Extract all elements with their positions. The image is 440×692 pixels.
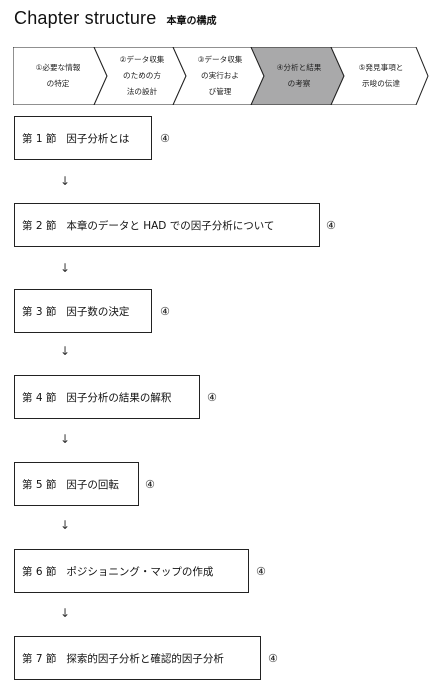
section-stage-badge-7: ④ [268,651,278,665]
process-step-5: ⑤発見事項と 示唆の伝達 [358,63,404,88]
flow-arrow-5: ↓ [60,518,71,532]
section-box-6: 第 6 節 ポジショニング・マップの作成 [14,549,249,593]
section-title: 因子分析とは [66,132,130,145]
section-title: 因子分析の結果の解釈 [66,391,172,404]
section-title: 本章のデータと HAD での因子分析について [66,219,275,232]
section-number: 第 3 節 [22,305,57,318]
section-number: 第 6 節 [22,565,57,578]
process-flow: ①必要な情報 の特定 ②データ収集 のための方 法の設計 ③データ収集 の実行お… [13,47,429,105]
flow-arrow-3: ↓ [60,344,71,358]
section-number: 第 1 節 [22,132,57,145]
section-title: 因子数の決定 [66,305,130,318]
page-subtitle: 本章の構成 [166,16,217,27]
flow-arrow-6: ↓ [60,606,71,620]
section-box-3: 第 3 節 因子数の決定 [14,289,152,333]
section-title: 探索的因子分析と確認的因子分析 [66,652,224,665]
process-step-shape-3 [172,47,265,105]
process-step-4: ④分析と結果 の考察 [276,63,322,88]
process-step-shape-4 [250,47,345,105]
flow-arrow-4: ↓ [60,432,71,446]
section-title: ポジショニング・マップの作成 [66,565,214,578]
header: Chapter structure 本章の構成 [14,8,216,36]
process-step-shape-2 [93,47,187,105]
section-box-7: 第 7 節 探索的因子分析と確認的因子分析 [14,636,261,680]
section-box-4: 第 4 節 因子分析の結果の解釈 [14,375,200,419]
section-number: 第 5 節 [22,478,57,491]
process-step-1: ①必要な情報 の特定 [35,63,81,88]
section-title: 因子の回転 [66,478,119,491]
section-number: 第 4 節 [22,391,57,404]
section-stage-badge-4: ④ [207,390,217,404]
flow-arrow-1: ↓ [60,174,71,188]
process-step-3: ③データ収集 の実行およ び管理 [197,55,243,96]
section-number: 第 2 節 [22,219,57,232]
section-box-5: 第 5 節 因子の回転 [14,462,139,506]
section-stage-badge-3: ④ [160,304,170,318]
process-step-2: ②データ収集 のための方 法の設計 [119,55,165,96]
section-number: 第 7 節 [22,652,57,665]
section-stage-badge-5: ④ [145,477,155,491]
section-stage-badge-6: ④ [256,564,266,578]
flow-arrow-2: ↓ [60,261,71,275]
section-stage-badge-1: ④ [160,131,170,145]
section-stage-badge-2: ④ [326,218,336,232]
process-step-shape-5 [330,47,429,105]
page-title: Chapter structure [14,8,157,28]
section-box-2: 第 2 節 本章のデータと HAD での因子分析について [14,203,320,247]
section-box-1: 第 1 節 因子分析とは [14,116,152,160]
process-flow-shapes [13,47,429,105]
